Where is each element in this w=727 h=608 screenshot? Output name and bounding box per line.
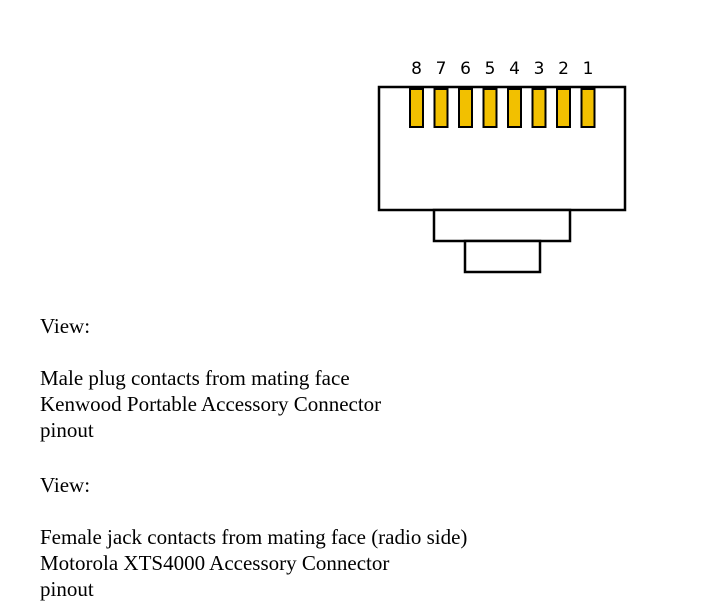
pin-contacts (409, 88, 596, 128)
first-view-connector-name: Kenwood Portable Accessory Connector (40, 392, 382, 416)
pin-number-3: 3 (534, 59, 545, 79)
pin-contact-4 (507, 88, 522, 128)
pin-number-8: 8 (411, 59, 422, 79)
second-view-description: Female jack contacts from mating face (r… (40, 525, 468, 549)
pin-number-5: 5 (485, 59, 496, 79)
latch-tab-upper (432, 208, 572, 243)
pin-number-4: 4 (509, 59, 520, 79)
second-view-label: View: (40, 473, 91, 497)
pin-contact-8 (409, 88, 424, 128)
second-view-block: View: Female jack contacts from mating f… (40, 472, 467, 602)
second-view-connector-name: Motorola XTS4000 Accessory Connector (40, 551, 390, 575)
pin-contact-3 (531, 88, 547, 128)
first-view-pinout: pinout (40, 418, 94, 442)
pin-number-6: 6 (460, 59, 471, 79)
first-view-description: Male plug contacts from mating face (40, 366, 350, 390)
pin-number-1: 1 (583, 59, 594, 79)
latch-tab-lower (463, 239, 542, 274)
first-view-block: View: Male plug contacts from mating fac… (40, 313, 381, 443)
pin-number-7: 7 (436, 59, 447, 79)
pin-contact-6 (458, 88, 473, 128)
second-view-pinout: pinout (40, 577, 94, 601)
pin-contact-5 (482, 88, 498, 128)
pin-number-2: 2 (558, 59, 569, 79)
first-view-label: View: (40, 314, 91, 338)
pin-contact-7 (433, 88, 449, 128)
pin-contact-2 (556, 88, 571, 128)
pin-contact-1 (580, 88, 596, 128)
